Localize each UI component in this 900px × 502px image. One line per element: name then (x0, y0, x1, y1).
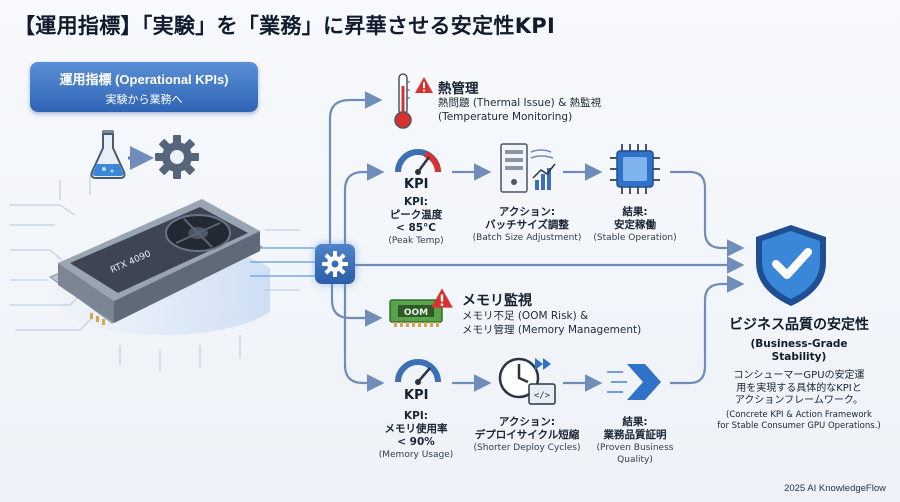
server-icon (500, 143, 556, 193)
thermal-desc-2: (Temperature Monitoring) (438, 111, 573, 123)
memory-action-l2: デプロイサイクル短縮 (474, 429, 580, 441)
arrows-icon (607, 364, 661, 400)
badge-subtitle: 実験から業務へ (105, 93, 183, 106)
thermal-result-l2: 安定稼働 (614, 219, 656, 231)
thermal-action-l2: バッチサイズ調整 (485, 219, 569, 231)
thermal-title: 熱管理 (438, 81, 479, 97)
gauge-icon (395, 149, 441, 175)
memory-result-l4: Quality) (617, 455, 653, 465)
clock-icon: </> (498, 357, 556, 405)
memory-result-l3: (Proven Business (596, 443, 674, 453)
memory-kpi-l2: メモリ使用率 (384, 423, 448, 435)
thermal-action-l3: (Batch Size Adjustment) (472, 233, 582, 243)
memory-desc-2: メモリ管理 (Memory Management) (462, 324, 642, 336)
thermal-action-l1: アクション: (498, 206, 556, 218)
memory-action-l1: アクション: (498, 416, 556, 428)
shield-check-icon (756, 225, 826, 306)
operational-kpi-badge: 運用指標 (Operational KPIs) 実験から業務へ (30, 62, 258, 112)
memory-kpi-label: KPI: メモリ使用率 < 90% (Memory Usage) (366, 410, 466, 461)
thermal-action-label: アクション: バッチサイズ調整 (Batch Size Adjustment) (470, 206, 584, 244)
thermal-kpi-heading: KPI (404, 177, 429, 192)
thermal-result-label: 結果: 安定稼働 (Stable Operation) (590, 206, 680, 244)
hub-gear-icon (322, 251, 348, 277)
warning-icon (415, 77, 433, 93)
thermal-kpi-l4: (Peak Temp) (388, 236, 444, 246)
thermal-result-l1: 結果: (622, 206, 648, 218)
thermal-kpi-l2: ピーク温度 (389, 209, 443, 221)
memory-result-label: 結果: 業務品質証明 (Proven Business Quality) (588, 416, 682, 466)
memory-kpi-l3: < 90% (397, 436, 435, 448)
thermal-desc-1: 熱問題 (Thermal Issue) & 熱監視 (438, 97, 602, 109)
memory-kpi-heading: KPI (404, 388, 429, 403)
memory-action-l3: (Shorter Deploy Cycles) (473, 443, 581, 453)
outcome-block: ビジネス品質の安定性 (Business-Grade Stability) コン… (714, 314, 884, 432)
outcome-desc-3: アクションフレームワーク。 (734, 395, 864, 406)
outcome-title: ビジネス品質の安定性 (729, 317, 869, 333)
memory-chip-label: OOM (404, 308, 428, 318)
thermal-result-l3: (Stable Operation) (593, 233, 677, 243)
thermal-kpi-label: KPI: ピーク温度 < 85°C (Peak Temp) (368, 196, 464, 247)
outcome-sub-1: (Business-Grade (750, 338, 848, 350)
badge-title: 運用指標 (Operational KPIs) (59, 72, 229, 87)
footer-credit: 2025 AI KnowledgeFlow (784, 483, 886, 494)
memory-action-label: アクション: デプロイサイクル短縮 (Shorter Deploy Cycles… (470, 416, 584, 454)
outcome-en-2: for Stable Consumer GPU Operations.) (717, 420, 881, 431)
outcome-en-1: (Concrete KPI & Action Framework (726, 409, 872, 420)
memory-desc-1: メモリ不足 (OOM Risk) & (462, 310, 589, 322)
thermal-kpi-l1: KPI: (404, 196, 428, 208)
memory-chip-icon: OOM (389, 299, 443, 327)
outcome-desc-2: 用を実現する具体的なKPIと (736, 382, 862, 394)
memory-result-l1: 結果: (622, 416, 648, 428)
gear-icon (155, 135, 199, 179)
chip-icon (610, 144, 660, 194)
page-title: 【運用指標】「実験」を「業務」に昇華させる安定性KPI (14, 14, 556, 38)
memory-kpi-l1: KPI: (404, 410, 428, 422)
thermal-kpi-l3: < 85°C (395, 222, 437, 234)
memory-gauge-icon (395, 359, 441, 385)
memory-kpi-l4: (Memory Usage) (378, 450, 454, 460)
svg-text:</>: </> (534, 391, 551, 401)
hub-node (315, 244, 355, 284)
flask-icon (90, 130, 126, 179)
outcome-desc-1: コンシューマーGPUの安定運 (733, 370, 865, 381)
gpu-card-image: RTX 4090 (45, 199, 270, 335)
thermometer-icon (394, 73, 412, 129)
memory-result-l2: 業務品質証明 (603, 429, 667, 441)
memory-warning-icon (431, 288, 453, 308)
memory-title: メモリ監視 (462, 293, 532, 309)
outcome-sub-2: Stability) (771, 351, 827, 363)
